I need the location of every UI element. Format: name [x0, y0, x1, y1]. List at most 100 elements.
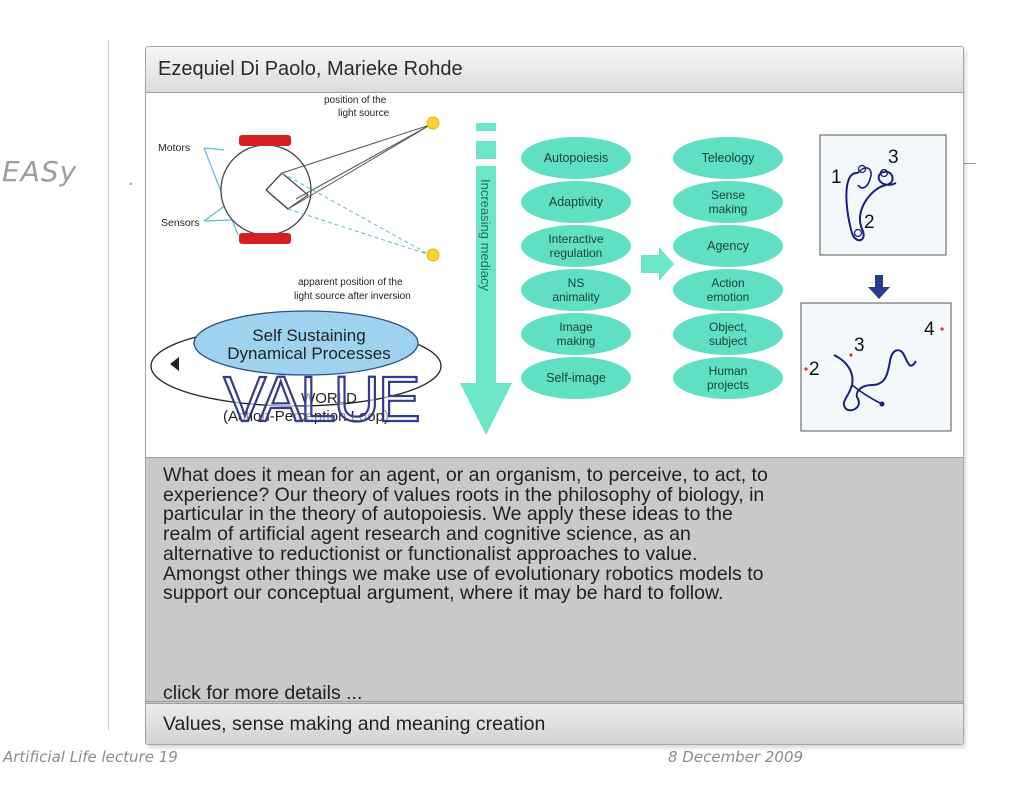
trajectory-marker	[879, 168, 889, 178]
project-caption: Values, sense making and meaning creatio…	[163, 713, 546, 735]
mediacy-label: Increasing mediacy	[478, 179, 493, 291]
self-sustaining-label-1: Self Sustaining	[252, 326, 365, 345]
vehicle-diagram: Motors Sensors position of the light sou…	[158, 95, 440, 302]
trajectory-marker	[853, 228, 863, 238]
arrow-shaft	[476, 166, 496, 388]
svg-text:Object,: Object,	[709, 320, 747, 334]
trajectory-plot-top: 1 2 3	[819, 134, 947, 256]
svg-text:Interactive: Interactive	[548, 232, 604, 246]
apparent-ray	[287, 208, 431, 256]
svg-text:making: making	[709, 202, 748, 216]
trajectory-plot-bottom: 2 3 4	[800, 302, 952, 432]
concept-pill: Object,subject	[673, 313, 783, 355]
light-position-label-2: light source	[338, 108, 390, 119]
light-ray	[287, 124, 431, 210]
description-line: particular in the theory of autopoiesis.…	[163, 503, 733, 526]
project-figure[interactable]: Motors Sensors position of the light sou…	[146, 93, 963, 457]
light-ray	[295, 124, 431, 200]
svg-text:Sense: Sense	[711, 188, 745, 202]
description-line: experience? Our theory of values roots i…	[163, 483, 765, 506]
svg-text:regulation: regulation	[550, 246, 603, 260]
arrow-segment	[476, 123, 496, 131]
concept-pill: Agency	[673, 225, 783, 267]
lecture-footer: Artificial Life lecture 19	[3, 748, 178, 766]
svg-text:Action: Action	[711, 276, 744, 290]
trajectory-marker	[857, 164, 867, 174]
concept-pill: Teleology	[673, 137, 783, 179]
svg-text:Human: Human	[709, 364, 748, 378]
figure-svg: Motors Sensors position of the light sou…	[150, 95, 952, 436]
svg-text:Agency: Agency	[707, 239, 749, 253]
apparent-position-label-1: apparent position of the	[298, 277, 403, 288]
light-source-sun-icon	[426, 116, 440, 130]
action-perception-label: (Action-Perception Loop)	[223, 408, 389, 425]
sensor-line	[265, 172, 283, 191]
arrow-head	[460, 383, 512, 435]
motor-bottom	[239, 233, 291, 244]
trajectory-frame	[819, 134, 947, 256]
motors-label: Motors	[158, 142, 190, 154]
apparent-ray	[281, 172, 431, 256]
svg-text:emotion: emotion	[707, 290, 750, 304]
concept-pill: Adaptivity	[521, 181, 631, 223]
svg-text:animality: animality	[552, 290, 599, 304]
value-overlay-word: VALUE	[223, 363, 418, 435]
mediacy-arrow: Increasing mediacy	[460, 123, 512, 435]
date-footer: 8 December 2009	[668, 748, 804, 766]
description-line: What does it mean for an agent, or an or…	[163, 464, 768, 486]
sensor-line	[265, 189, 289, 210]
concept-pill: Autopoiesis	[521, 137, 631, 179]
svg-text:making: making	[557, 334, 596, 348]
plots-down-arrow-icon	[868, 275, 890, 299]
trajectory-number: 2	[809, 359, 820, 380]
loop-arrow-icon	[170, 357, 179, 371]
svg-text:Image: Image	[559, 320, 593, 334]
svg-text:NS: NS	[568, 276, 585, 290]
start-dot	[940, 327, 944, 331]
sensors-label: Sensors	[161, 217, 200, 229]
start-dot	[849, 353, 853, 357]
svg-text:Self-image: Self-image	[546, 371, 606, 385]
left-concepts-column: Autopoiesis Adaptivity Interactiveregula…	[521, 137, 631, 399]
more-details-link[interactable]: click for more details ...	[163, 682, 363, 704]
slide-horizontal-tick	[960, 163, 976, 164]
slide-vertical-rule	[108, 40, 109, 730]
authors-title: Ezequiel Di Paolo, Marieke Rohde	[158, 58, 463, 80]
concept-pill: Self-image	[521, 357, 631, 399]
logo-dot: .	[128, 168, 134, 190]
trajectory-marker	[879, 401, 885, 407]
motor-top	[239, 135, 291, 146]
self-sustaining-label-2: Dynamical Processes	[227, 344, 390, 363]
description-line: Amongst other things we make use of evol…	[163, 562, 764, 585]
svg-text:projects: projects	[707, 378, 749, 392]
svg-text:Autopoiesis: Autopoiesis	[544, 151, 609, 165]
project-window: Ezequiel Di Paolo, Marieke Rohde	[145, 46, 964, 745]
apparent-light-sun-icon	[426, 248, 440, 262]
description-text: What does it mean for an agent, or an or…	[163, 464, 953, 605]
motor-pointer-line	[203, 147, 225, 151]
arrow-segment	[476, 141, 496, 159]
trajectory-path	[857, 167, 872, 189]
easy-logo: EASy	[2, 155, 78, 188]
svg-text:Teleology: Teleology	[702, 151, 756, 165]
description-line: realm of artificial agent research and c…	[163, 523, 691, 546]
start-dot	[804, 367, 808, 371]
trajectory-number: 3	[888, 147, 899, 168]
trajectory-frame	[800, 302, 952, 432]
trajectory-path	[851, 384, 881, 404]
svg-text:subject: subject	[709, 334, 748, 348]
window-title-bar: Ezequiel Di Paolo, Marieke Rohde	[146, 47, 963, 93]
description-line: alternative to reductionist or functiona…	[163, 542, 698, 565]
description-line: support our conceptual argument, where i…	[163, 582, 724, 605]
world-label: WORLD	[301, 390, 357, 407]
self-sustaining-ellipse	[193, 310, 419, 376]
columns-arrow-icon	[641, 247, 674, 281]
description-panel: What does it mean for an agent, or an or…	[146, 457, 963, 704]
